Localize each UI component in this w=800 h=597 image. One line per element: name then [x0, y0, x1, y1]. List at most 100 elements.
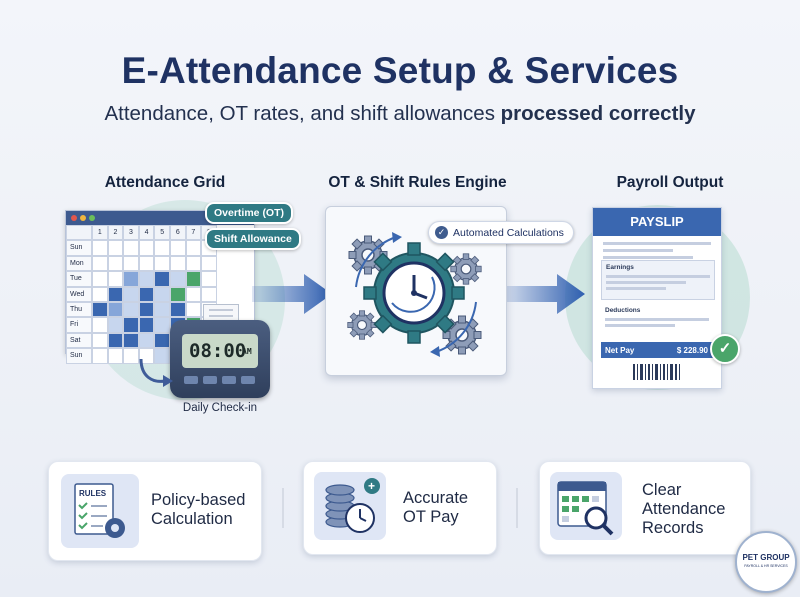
- grid-cell: [123, 332, 139, 349]
- grid-cell: [107, 240, 124, 256]
- grid-column-header: 2: [107, 225, 124, 241]
- grid-cell: [185, 301, 202, 318]
- benefit-text: Accurate OT Pay: [403, 489, 468, 527]
- subtitle-text: Attendance, OT rates, and shift allowanc…: [104, 102, 501, 125]
- grid-column-header: 1: [92, 225, 108, 241]
- page-title: E-Attendance Setup & Services: [121, 50, 679, 91]
- grid-cell: [169, 255, 186, 272]
- grid-cell: [92, 317, 108, 333]
- grid-cell: [169, 286, 186, 302]
- rules-document-icon: RULES: [61, 474, 139, 548]
- grid-cell: [154, 317, 170, 333]
- grid-cell: [92, 286, 108, 302]
- benefit-line: Clear: [642, 481, 682, 499]
- check-in-arrow-icon: [139, 358, 173, 387]
- grid-row: Mon: [66, 255, 254, 272]
- grid-cell: [169, 301, 186, 318]
- grid-cell: [92, 271, 108, 287]
- benefit-line: Accurate: [403, 489, 469, 507]
- grid-day-label: Sun: [66, 348, 92, 364]
- pet-group-logo: PET GROUP PAYROLL & HR SERVICES: [735, 531, 797, 593]
- benefit-line: Calculation: [151, 510, 233, 528]
- calendar-search-icon: [550, 472, 622, 540]
- svg-text:+: +: [368, 479, 375, 493]
- grid-cell: [185, 240, 202, 256]
- daily-check-in-caption: Daily Check-in: [182, 402, 258, 414]
- deductions-block: Deductions: [601, 304, 713, 340]
- net-pay-value: $ 228.90: [676, 346, 708, 355]
- grid-day-label: Thu: [66, 301, 92, 318]
- clock-ampm: AM: [242, 347, 252, 356]
- grid-column-header: 5: [154, 225, 170, 241]
- clock-button: [184, 376, 198, 384]
- grid-cell: [123, 301, 139, 318]
- grid-cell: [123, 240, 139, 256]
- earnings-block: Earnings: [601, 260, 715, 300]
- grid-cell: [154, 332, 170, 349]
- grid-cell: [154, 301, 170, 318]
- grid-cell: [138, 332, 155, 349]
- logo-line1: PET GROUP: [742, 553, 790, 562]
- barcode-icon: [633, 364, 680, 380]
- grid-day-label: Mon: [66, 255, 92, 272]
- maximize-dot-icon: [89, 215, 95, 221]
- grid-cell: [92, 348, 108, 364]
- grid-cell: [138, 240, 155, 256]
- grid-day-label: Fri: [66, 317, 92, 333]
- grid-cell: [123, 286, 139, 302]
- grid-column-header: 6: [169, 225, 186, 241]
- page-subtitle: Attendance, OT rates, and shift allowanc…: [0, 102, 800, 126]
- grid-cell: [154, 271, 170, 287]
- rules-engine-label: OT & Shift Rules Engine: [328, 174, 507, 191]
- attendance-grid-label: Attendance Grid: [104, 174, 226, 191]
- grid-cell: [107, 348, 124, 364]
- grid-cell: [107, 301, 124, 318]
- grid-day-label: Sun: [66, 240, 92, 256]
- grid-row: Sun: [66, 240, 254, 256]
- benefit-card-ot: + Accurate OT Pay: [303, 461, 497, 555]
- grid-cell: [201, 255, 217, 272]
- deductions-label: Deductions: [605, 307, 641, 314]
- earnings-label: Earnings: [606, 264, 634, 271]
- grid-cell: [138, 255, 155, 272]
- grid-cell: [107, 332, 124, 349]
- grid-cell: [185, 271, 202, 287]
- automated-calculations-text: Automated Calculations: [453, 226, 564, 239]
- rules-icon-text: RULES: [79, 489, 107, 498]
- payroll-output-label: Payroll Output: [616, 174, 724, 191]
- grid-cell: [138, 317, 155, 333]
- payslip: PAYSLIP Earnings Deductions Net Pay $ 22…: [592, 207, 722, 389]
- benefit-text: Clear Attendance Records: [642, 481, 725, 538]
- grid-cell: [201, 271, 217, 287]
- grid-cell: [169, 271, 186, 287]
- grid-row: Tue: [66, 271, 254, 287]
- subtitle-bold-text: processed correctly: [500, 102, 696, 125]
- grid-cell: [154, 348, 170, 364]
- grid-cell: [185, 286, 202, 302]
- check-icon: ✓: [435, 226, 448, 239]
- grid-cell: [107, 286, 124, 302]
- overtime-tag: Overtime (OT): [205, 202, 294, 224]
- minimize-dot-icon: [80, 215, 86, 221]
- payslip-title: PAYSLIP: [593, 208, 721, 236]
- grid-cell: [138, 301, 155, 318]
- logo-line2: PAYROLL & HR SERVICES: [744, 564, 788, 568]
- close-dot-icon: [71, 215, 77, 221]
- grid-cell: [201, 286, 217, 302]
- grid-cell: [154, 255, 170, 272]
- grid-column-header: 3: [123, 225, 139, 241]
- divider: [516, 488, 518, 528]
- grid-cell: [107, 317, 124, 333]
- grid-cell: [92, 332, 108, 349]
- checkmark-icon: ✓: [710, 334, 740, 364]
- grid-cell: [92, 301, 108, 318]
- grid-cell: [154, 286, 170, 302]
- grid-cell: [138, 286, 155, 302]
- arrow-to-engine-icon: [252, 274, 332, 314]
- grid-cell: [138, 271, 155, 287]
- grid-day-label: Sat: [66, 332, 92, 349]
- clock-button: [222, 376, 236, 384]
- grid-cell: [123, 317, 139, 333]
- benefit-line: Policy-based: [151, 491, 246, 509]
- grid-cell: [92, 255, 108, 272]
